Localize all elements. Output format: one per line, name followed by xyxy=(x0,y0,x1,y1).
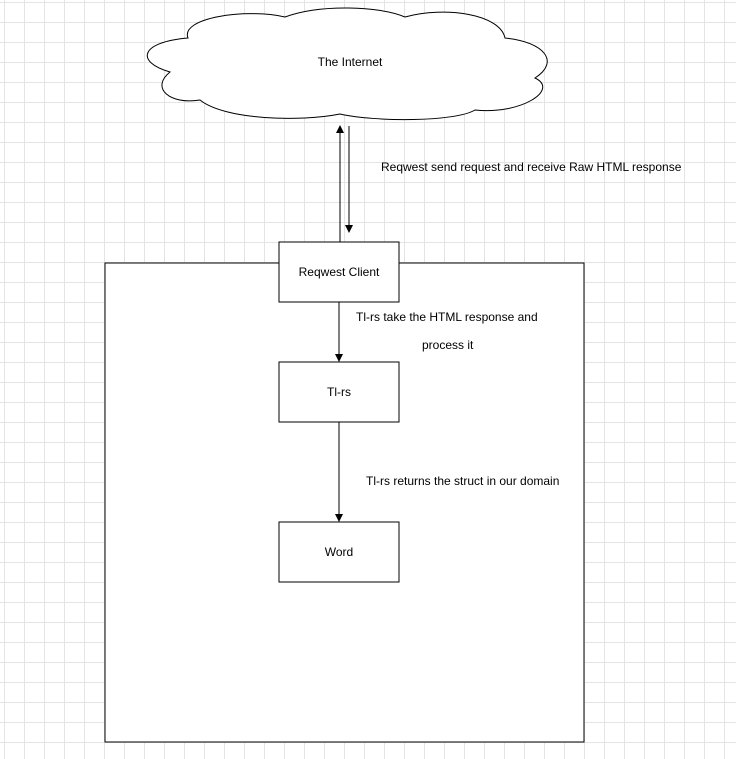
word-label: Word xyxy=(324,545,354,559)
edge-label-client-tlrs-line1: Tl-rs take the HTML response and xyxy=(356,310,538,324)
container-box xyxy=(104,262,585,743)
edge-label-tlrs-word: Tl-rs returns the struct in our domain xyxy=(366,474,560,488)
tlrs-box xyxy=(278,361,400,423)
edge-label-internet-client: Reqwest send request and receive Raw HTM… xyxy=(381,160,682,174)
tlrs-label: Tl-rs xyxy=(327,385,351,399)
edge-label-client-tlrs-line2: process it xyxy=(422,338,474,352)
word-box xyxy=(278,521,400,583)
internet-label: The Internet xyxy=(317,55,383,69)
reqwest-client-box xyxy=(278,241,400,303)
internet-cloud xyxy=(146,7,548,121)
reqwest-client-label: Reqwest Client xyxy=(298,265,380,279)
